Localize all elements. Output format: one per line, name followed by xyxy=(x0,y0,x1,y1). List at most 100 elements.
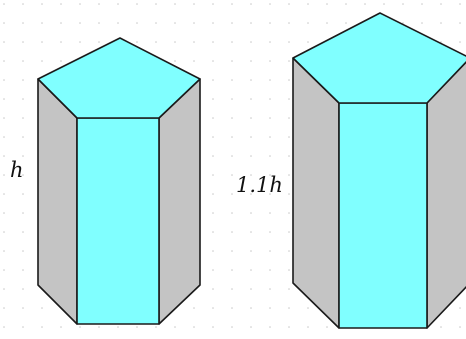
grid-dot xyxy=(231,193,233,195)
grid-dot xyxy=(98,3,100,5)
grid-dot xyxy=(79,22,81,24)
grid-dot xyxy=(41,3,43,5)
grid-dot xyxy=(231,79,233,81)
grid-dot xyxy=(250,326,252,328)
grid-dot xyxy=(212,269,214,271)
grid-dot xyxy=(269,326,271,328)
grid-dot xyxy=(22,250,24,252)
grid-dot xyxy=(79,3,81,5)
grid-dot xyxy=(345,22,347,24)
grid-dot xyxy=(231,155,233,157)
grid-dot xyxy=(117,3,119,5)
right-prism-right-side-face xyxy=(426,61,466,329)
grid-dot xyxy=(440,3,442,5)
grid-dot xyxy=(22,60,24,62)
grid-dot xyxy=(402,3,404,5)
grid-dot xyxy=(459,326,461,328)
grid-dot xyxy=(250,136,252,138)
grid-dot xyxy=(269,155,271,157)
grid-dot xyxy=(212,136,214,138)
grid-dot xyxy=(250,155,252,157)
grid-dot xyxy=(269,231,271,233)
grid-dot xyxy=(269,193,271,195)
grid-dot xyxy=(250,41,252,43)
grid-dot xyxy=(269,250,271,252)
grid-dot xyxy=(250,22,252,24)
grid-dot xyxy=(231,41,233,43)
grid-dot xyxy=(212,307,214,309)
grid-dot xyxy=(193,22,195,24)
grid-dot xyxy=(288,212,290,214)
grid-dot xyxy=(60,326,62,328)
grid-dot xyxy=(326,3,328,5)
grid-dot xyxy=(231,3,233,5)
grid-dot xyxy=(22,231,24,233)
grid-dot xyxy=(212,3,214,5)
grid-dot xyxy=(3,326,5,328)
grid-dot xyxy=(288,41,290,43)
grid-dot xyxy=(288,326,290,328)
grid-dot xyxy=(3,212,5,214)
grid-dot xyxy=(250,288,252,290)
grid-dot xyxy=(231,326,233,328)
grid-dot xyxy=(307,41,309,43)
grid-dot xyxy=(250,60,252,62)
grid-dot xyxy=(3,98,5,100)
grid-dot xyxy=(250,98,252,100)
right-prism-left-side-face xyxy=(292,57,340,329)
grid-dot xyxy=(212,231,214,233)
grid-dot xyxy=(250,3,252,5)
grid-dot xyxy=(269,212,271,214)
grid-dot xyxy=(136,22,138,24)
grid-dot xyxy=(41,60,43,62)
grid-dot xyxy=(193,326,195,328)
grid-dot xyxy=(269,307,271,309)
grid-dot xyxy=(212,174,214,176)
grid-dot xyxy=(3,60,5,62)
grid-dot xyxy=(79,41,81,43)
grid-dot xyxy=(60,3,62,5)
grid-dot xyxy=(117,326,119,328)
grid-dot xyxy=(288,174,290,176)
grid-dot xyxy=(288,288,290,290)
grid-dot xyxy=(22,193,24,195)
grid-dot xyxy=(22,79,24,81)
right-prism-height-label: 1.1h xyxy=(236,173,283,197)
grid-dot xyxy=(288,117,290,119)
grid-dot xyxy=(269,22,271,24)
grid-dot xyxy=(269,79,271,81)
grid-dot xyxy=(269,136,271,138)
grid-dot xyxy=(3,193,5,195)
grid-dot xyxy=(231,307,233,309)
grid-dot xyxy=(459,3,461,5)
grid-dot xyxy=(231,136,233,138)
grid-dot xyxy=(250,307,252,309)
grid-dot xyxy=(3,250,5,252)
grid-dot xyxy=(212,155,214,157)
grid-dot xyxy=(212,79,214,81)
grid-dot xyxy=(3,136,5,138)
grid-dot xyxy=(212,212,214,214)
grid-dot xyxy=(269,117,271,119)
grid-dot xyxy=(22,288,24,290)
grid-dot xyxy=(155,326,157,328)
left-prism-right-side-face xyxy=(158,78,201,325)
grid-dot xyxy=(307,326,309,328)
grid-dot xyxy=(193,307,195,309)
grid-dot xyxy=(269,60,271,62)
grid-dot xyxy=(383,3,385,5)
grid-dot xyxy=(22,155,24,157)
grid-dot xyxy=(288,193,290,195)
left-prism-front-face xyxy=(76,117,160,325)
grid-dot xyxy=(250,117,252,119)
grid-dot xyxy=(231,98,233,100)
grid-dot xyxy=(3,22,5,24)
grid-dot xyxy=(193,41,195,43)
grid-dot xyxy=(250,231,252,233)
grid-dot xyxy=(3,231,5,233)
grid-dot xyxy=(250,269,252,271)
grid-dot xyxy=(212,41,214,43)
grid-dot xyxy=(231,174,233,176)
grid-dot xyxy=(22,212,24,214)
left-prism-left-side-face xyxy=(37,78,78,325)
